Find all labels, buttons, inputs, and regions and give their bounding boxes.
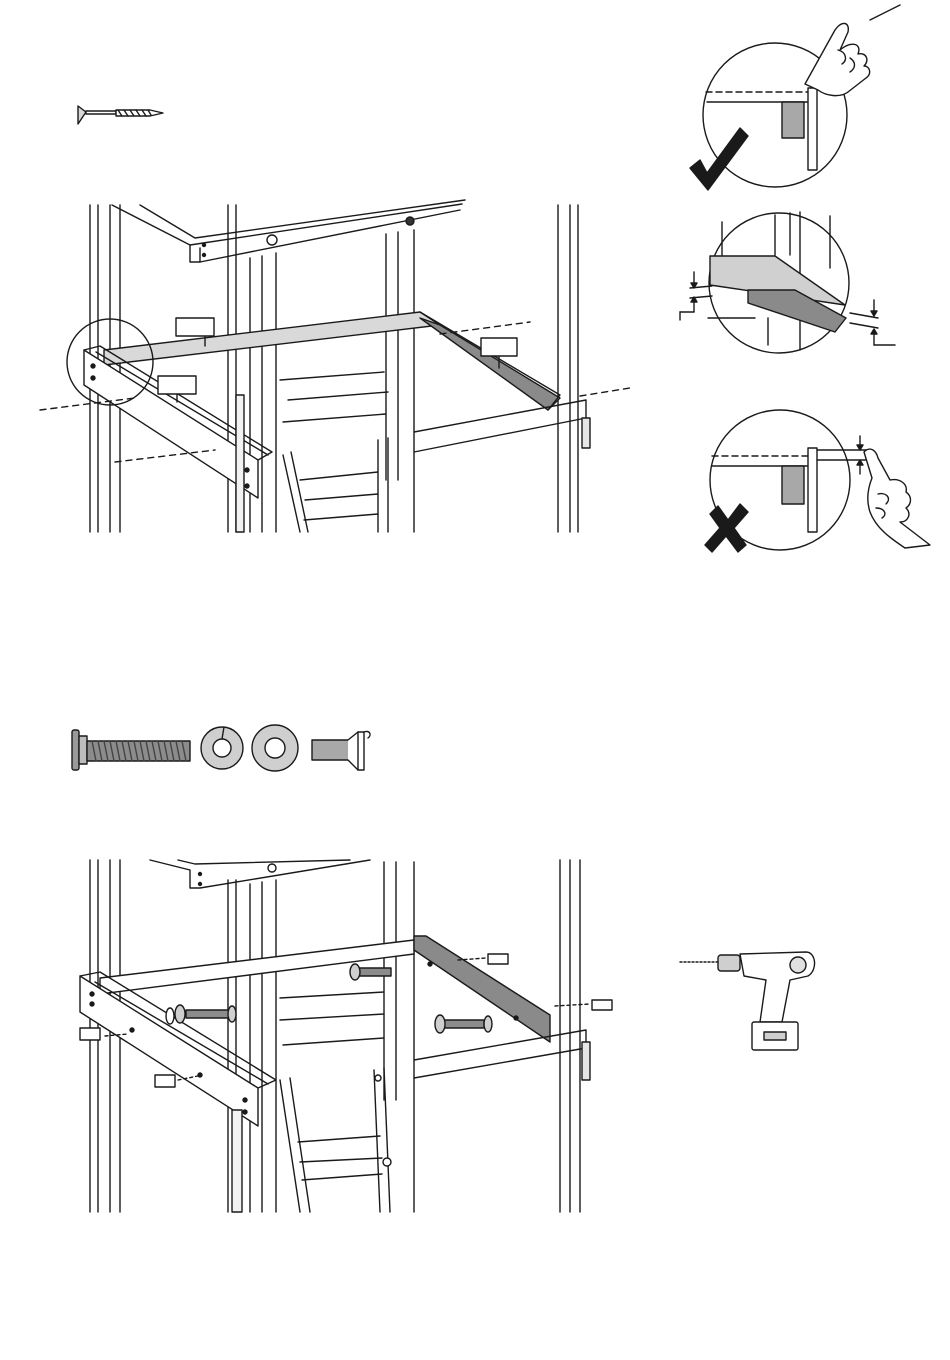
frame-assembly-step-2: [80, 860, 612, 1212]
inset-beam-gap: [680, 212, 895, 353]
split-lock-washer-icon: [201, 727, 243, 769]
frame-assembly-step-1: [40, 200, 630, 532]
callout-box-1: [176, 318, 214, 336]
pointing-hand-icon: [864, 449, 930, 548]
flat-washer-icon: [252, 725, 298, 771]
callout-box-2: [158, 376, 196, 394]
callout-box-3: [481, 338, 517, 356]
cordless-drill-icon: [680, 952, 815, 1050]
inset-incorrect: [705, 410, 930, 552]
hex-bolt-icon: [72, 730, 190, 770]
wood-screw-icon: [78, 106, 163, 124]
barrel-nut-icon: [312, 732, 370, 770]
pointing-hand-icon: [805, 5, 900, 96]
inset-correct: [690, 5, 900, 190]
